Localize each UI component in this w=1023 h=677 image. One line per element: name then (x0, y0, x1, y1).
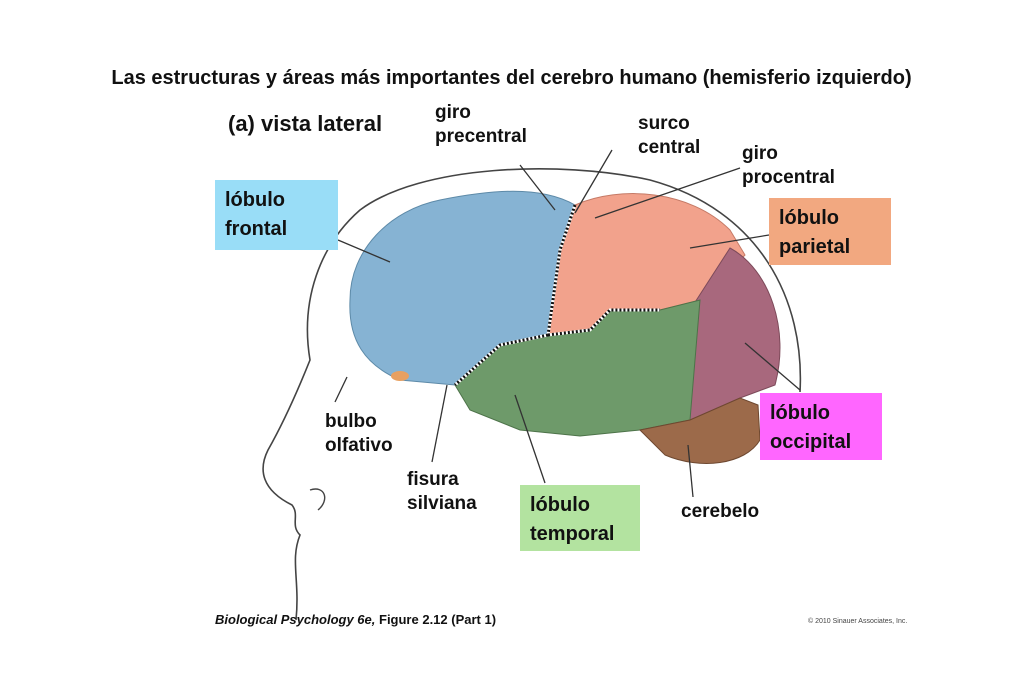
copyright: © 2010 Sinauer Associates, Inc. (808, 618, 908, 625)
page-title: Las estructuras y áreas más importantes … (111, 67, 912, 89)
cerebellum (638, 397, 761, 464)
source-caption: Biological Psychology 6e, Figure 2.12 (P… (215, 612, 497, 627)
occipital-lobe (689, 247, 781, 421)
subtitle: (a) vista lateral (228, 111, 383, 136)
leader-lines (334, 149, 801, 498)
head-outline (262, 168, 802, 621)
frontal-lobe (349, 190, 576, 386)
label-cerebelo: cerebelo (681, 501, 760, 522)
olfactory-bulb (391, 371, 409, 381)
nose-detail (309, 488, 326, 511)
